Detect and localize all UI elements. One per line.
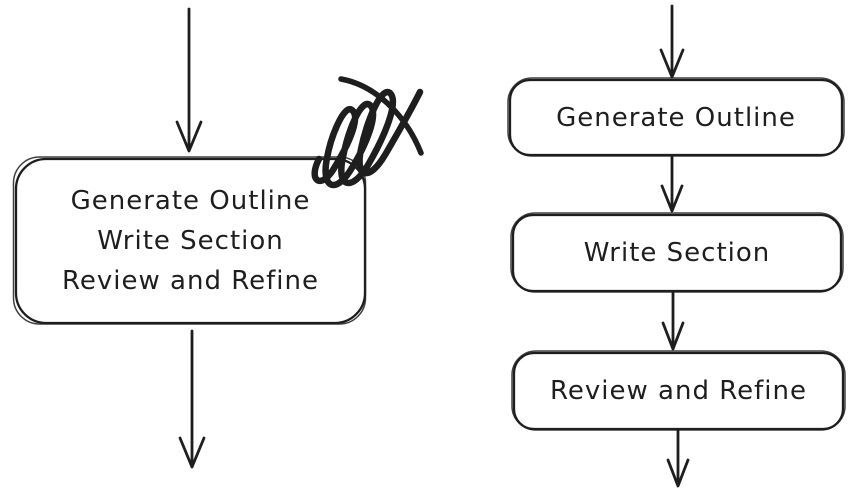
node-box-outer-stroke	[508, 78, 844, 157]
node-text-line: Review and Refine	[62, 266, 319, 296]
left-top-arrow	[175, 7, 203, 153]
scribble-icon	[311, 76, 424, 189]
node-box-outer-stroke	[511, 213, 843, 293]
scribble-loops	[311, 88, 424, 189]
node-label: Write Section	[583, 238, 771, 268]
node-label: Review and Refine	[550, 376, 807, 406]
node-box-inner-stroke	[510, 212, 844, 293]
node-label: Generate Outline	[556, 102, 796, 133]
right-node-box-1	[507, 77, 845, 157]
arrow-head	[659, 48, 685, 79]
right-top-arrow	[659, 4, 685, 79]
right-arrow-1-2	[660, 155, 684, 213]
left-node-label: Generate Outline Write Section Review an…	[16, 159, 365, 323]
right-arrow-2-3	[661, 291, 685, 351]
arrow-head	[175, 120, 203, 153]
node-text-line: Generate Outline	[70, 186, 311, 216]
scribble-tail	[338, 76, 424, 156]
arrow-head	[660, 184, 684, 213]
right-bottom-arrow	[666, 428, 690, 488]
node-box-inner-stroke	[507, 77, 845, 157]
arrow-head	[666, 458, 690, 488]
node-box-inner-stroke	[12, 156, 367, 325]
right-node-box-2	[510, 212, 844, 293]
right-node-box-3	[511, 350, 846, 431]
arrow-head	[178, 436, 206, 469]
arrow-head	[661, 321, 685, 351]
node-text-line: Write Section	[97, 226, 284, 256]
left-node-box	[12, 156, 367, 325]
left-bottom-arrow	[178, 329, 206, 469]
